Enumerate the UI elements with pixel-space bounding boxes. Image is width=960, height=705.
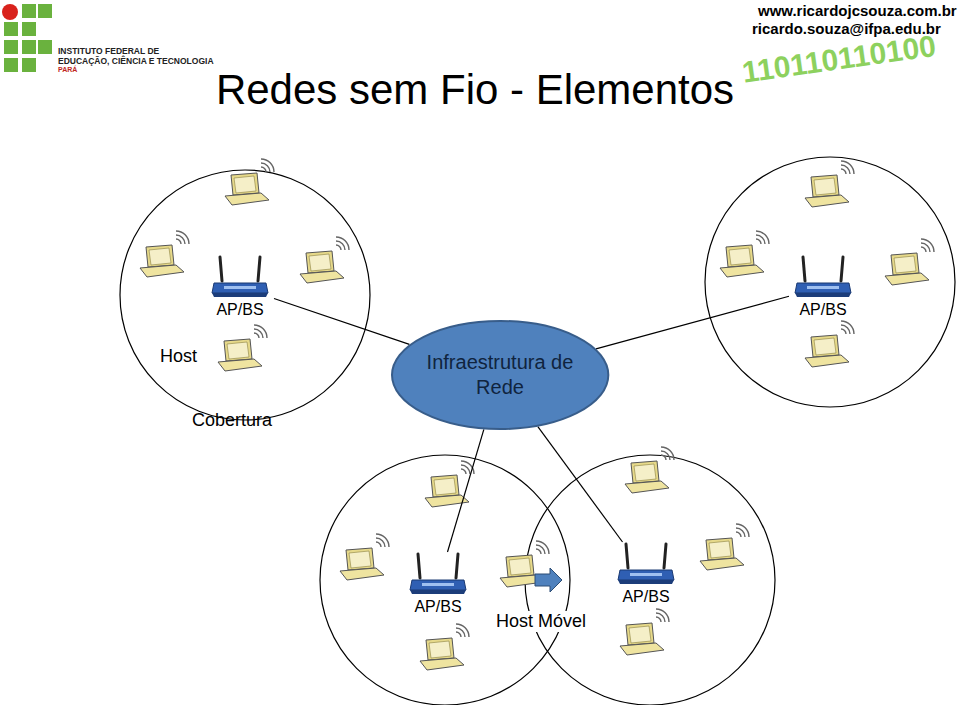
router-icon: [210, 255, 270, 299]
laptops: [140, 159, 934, 670]
router-icon: [408, 552, 468, 596]
institution-name: INSTITUTO FEDERAL DE: [58, 46, 159, 56]
node-label: AP/BS: [612, 588, 680, 606]
host-laptop: [420, 624, 469, 670]
website: www.ricardojcsouza.com.br: [758, 2, 957, 19]
network-link: [596, 296, 789, 349]
host-laptop: [625, 447, 674, 493]
move-arrow: [535, 568, 562, 592]
router-icon: [793, 255, 853, 299]
host-laptop: [620, 609, 669, 655]
access-point: AP/BS: [612, 542, 680, 606]
host-laptop: [805, 321, 854, 367]
node-label: AP/BS: [206, 301, 274, 319]
host-laptop: [425, 461, 474, 507]
host-laptop: [300, 237, 349, 283]
network-link: [447, 429, 483, 552]
network-link: [538, 427, 623, 542]
host-laptop: [720, 231, 769, 277]
router-icon: [616, 542, 676, 586]
host-laptop: [225, 159, 274, 205]
host-laptop: [340, 534, 389, 580]
network-link: [274, 299, 409, 345]
host-laptop: [140, 231, 189, 277]
coverage-label: Cobertura: [192, 410, 272, 431]
access-point: AP/BS: [789, 255, 857, 319]
access-point: AP/BS: [206, 255, 274, 319]
host-laptop: [805, 161, 854, 207]
host-laptop: [885, 239, 934, 285]
institution-state: PARÁ: [58, 66, 77, 73]
node-label: Infraestrutura de Rede: [425, 350, 575, 400]
coverage-circle: [120, 157, 955, 705]
access-point: AP/BS: [404, 552, 472, 616]
node-label: AP/BS: [404, 598, 472, 616]
binary-decoration: 110110110100: [740, 29, 938, 90]
logo-mark: [2, 4, 52, 72]
ellipse-outline: [391, 320, 609, 430]
host-laptop: [218, 325, 267, 371]
host-laptop: [700, 524, 749, 570]
slide-title: Redes sem Fio - Elementos: [0, 66, 950, 114]
institution-name: EDUCAÇÃO, CIÊNCIA E TECNOLOGIA: [58, 56, 214, 66]
node-label: AP/BS: [789, 301, 857, 319]
host-label: Host: [160, 346, 197, 367]
network-ellipse: Infraestrutura de Rede: [391, 320, 609, 430]
mobile-host-label: Host Móvel: [494, 611, 588, 632]
